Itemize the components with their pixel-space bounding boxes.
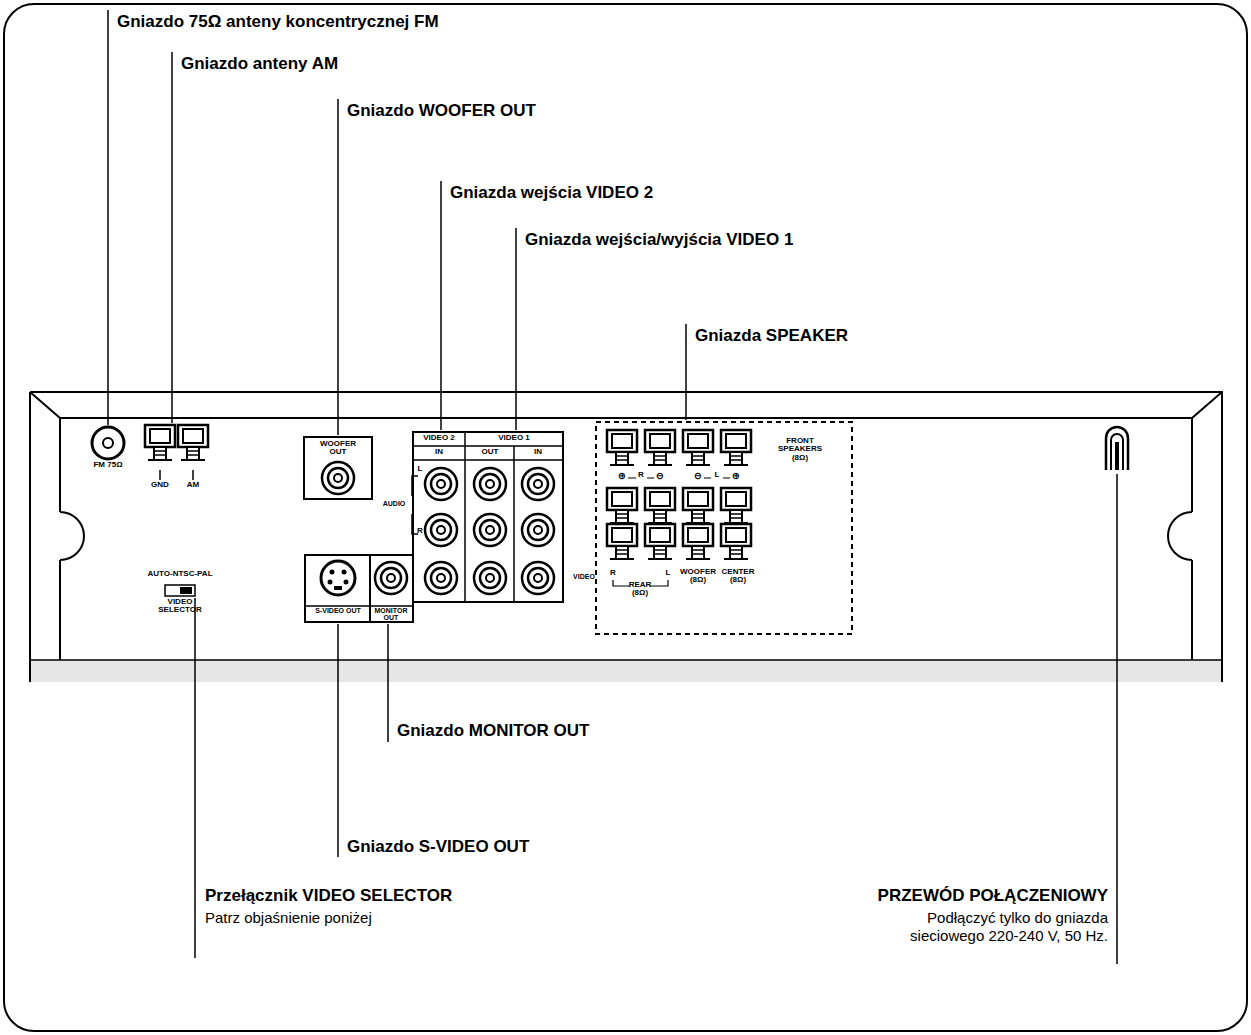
jack-label: IN xyxy=(419,448,459,456)
terminal-label: REAR (8Ω) xyxy=(625,581,655,598)
callout-note: Podłączyć tylko do gniazda sieciowego 22… xyxy=(868,909,1108,945)
terminal-label: R xyxy=(636,471,646,479)
jack-label: VIDEO 1 xyxy=(489,434,539,442)
terminal-label: AM xyxy=(178,481,208,489)
jack-label: WOOFER OUT xyxy=(313,440,363,457)
callout-label: Przełącznik VIDEO SELECTOR xyxy=(205,886,452,906)
jack-label: MONITOR OUT xyxy=(370,607,412,622)
polarity-mark: ⊖ xyxy=(691,471,705,482)
callout-label: PRZEWÓD POŁĄCZENIOWY xyxy=(878,886,1108,906)
terminal-label: R xyxy=(607,569,619,577)
jack-label: S-VIDEO OUT xyxy=(306,607,370,614)
callout-label: Gniazdo MONITOR OUT xyxy=(397,721,589,741)
terminal-label: L xyxy=(662,569,674,577)
callout-label: Gniazda SPEAKER xyxy=(695,326,848,346)
switch-label: AUTO-NTSC-PAL xyxy=(135,570,225,578)
polarity-mark: ⊖ xyxy=(653,471,667,482)
channel-label: L xyxy=(413,465,427,473)
callout-label: Gniazda wejścia VIDEO 2 xyxy=(450,183,653,203)
terminal-label: FRONT SPEAKERS (8Ω) xyxy=(770,437,830,462)
terminal-label: WOOFER (8Ω) xyxy=(678,568,718,585)
channel-label: AUDIO xyxy=(377,500,411,507)
jack-label: OUT xyxy=(470,448,510,456)
callout-label: Gniazdo WOOFER OUT xyxy=(347,101,536,121)
jack-label: VIDEO 2 xyxy=(414,434,464,442)
callout-label: Gniazdo anteny AM xyxy=(181,54,338,74)
jack-label: FM 75Ω xyxy=(93,461,123,469)
callout-label: Gniazdo 75Ω anteny koncentrycznej FM xyxy=(117,12,439,32)
terminal-label: L xyxy=(712,471,722,479)
switch-label: VIDEO SELECTOR xyxy=(150,598,210,615)
callout-note: Patrz objaśnienie poniżej xyxy=(205,909,372,927)
callout-label: Gniazdo S-VIDEO OUT xyxy=(347,837,529,857)
jack-label: VIDEO xyxy=(566,573,602,580)
polarity-mark: ⊕ xyxy=(729,471,743,482)
jack-label: IN xyxy=(518,448,558,456)
terminal-label: CENTER (8Ω) xyxy=(718,568,758,585)
terminal-label: GND xyxy=(145,481,175,489)
callout-label: Gniazda wejścia/wyjścia VIDEO 1 xyxy=(525,230,793,250)
channel-label: R xyxy=(413,527,427,535)
polarity-mark: ⊕ xyxy=(615,471,629,482)
